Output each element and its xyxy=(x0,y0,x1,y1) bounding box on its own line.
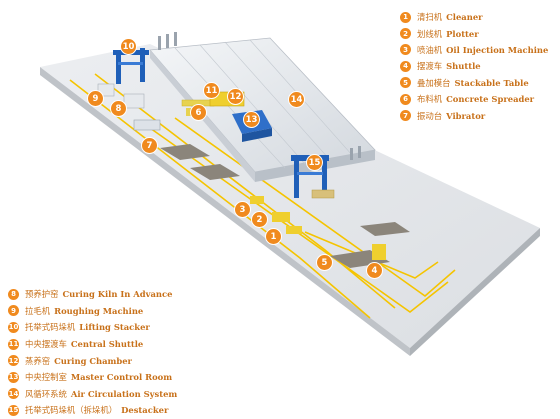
legend-label-en: Curing Kiln In Advance xyxy=(62,289,173,300)
legend-label-zh: 叠加模台 xyxy=(417,77,451,88)
callout-9: 9 xyxy=(88,91,103,106)
legend-label-zh: 风循环系统 xyxy=(25,388,67,399)
legend-label-zh: 振动台 xyxy=(417,110,443,121)
floor-edge xyxy=(40,67,410,356)
legend-badge: 4 xyxy=(400,60,411,72)
legend-item-15: 15 托举式码垛机（拆垛机）Destacker xyxy=(8,402,177,419)
legend-label-zh: 中央控制室 xyxy=(25,372,67,383)
legend-label-en: Plotter xyxy=(446,28,479,39)
roughing-machine xyxy=(97,83,115,97)
legend-label-en: Roughing Machine xyxy=(54,305,144,316)
legend-badge: 8 xyxy=(8,288,19,300)
legend-label-en: Vibrator xyxy=(446,110,486,121)
legend-label-zh: 摆渡车 xyxy=(417,61,443,72)
callout-1: 1 xyxy=(266,229,281,244)
legend-label-zh: 划线机 xyxy=(417,28,443,39)
legend-badge: 5 xyxy=(400,77,411,89)
legend-label-zh: 蒸养窑 xyxy=(25,355,51,366)
legend-badge: 10 xyxy=(8,321,19,333)
legend-badge: 12 xyxy=(8,355,19,367)
callout-6: 6 xyxy=(191,105,206,120)
vibrator xyxy=(133,119,161,131)
legend-badge: 6 xyxy=(400,93,411,105)
legend-badge: 1 xyxy=(400,11,411,23)
callout-10: 10 xyxy=(121,39,136,54)
legend-label-en: Air Circulation System xyxy=(70,388,178,399)
callout-3: 3 xyxy=(235,202,250,217)
callout-8: 8 xyxy=(111,101,126,116)
callout-2: 2 xyxy=(252,212,267,227)
legend-label-en: Cleaner xyxy=(446,12,483,23)
legend-label-en: Shuttle xyxy=(446,61,481,72)
callout-15: 15 xyxy=(307,155,322,170)
callout-14: 14 xyxy=(289,92,304,107)
legend-label-en: Destacker xyxy=(121,405,169,416)
legend-label-zh: 托举式码垛机（拆垛机） xyxy=(25,405,118,416)
legend-label-en: Concrete Spreader xyxy=(446,94,535,105)
stackable-table xyxy=(311,189,335,199)
legend-label-en: Central Shuttle xyxy=(70,339,144,350)
legend-label-en: Stackable Table xyxy=(454,77,529,88)
plotter xyxy=(272,212,290,222)
callout-4: 4 xyxy=(367,263,382,278)
floor-edge-right xyxy=(410,228,540,356)
legend-badge: 7 xyxy=(400,110,411,122)
callout-5: 5 xyxy=(317,255,332,270)
legend-badge: 9 xyxy=(8,305,19,317)
legend-badge: 2 xyxy=(400,28,411,40)
callout-13: 13 xyxy=(244,112,259,127)
cleaner xyxy=(286,226,302,234)
legend-badge: 15 xyxy=(8,404,19,416)
legend-badge: 11 xyxy=(8,338,19,350)
factory-floor xyxy=(40,44,540,348)
legend-label-zh: 托举式码垛机 xyxy=(25,322,76,333)
callout-7: 7 xyxy=(142,138,157,153)
legend-label-en: Oil Injection Machine xyxy=(446,44,549,55)
legend-label-zh: 预养护窑 xyxy=(25,289,59,300)
legend-label-en: Curing Chamber xyxy=(54,355,132,366)
legend-label-zh: 拉毛机 xyxy=(25,305,51,316)
callout-11: 11 xyxy=(204,83,219,98)
legend-label-zh: 喷油机 xyxy=(417,44,443,55)
oil-injection-machine xyxy=(250,196,264,204)
curing-kiln-in-advance xyxy=(123,93,145,109)
legend-badge: 14 xyxy=(8,388,19,400)
legend-badge: 13 xyxy=(8,371,19,383)
legend-label-zh: 中央摆渡车 xyxy=(25,339,67,350)
legend-label-en: Master Control Room xyxy=(70,372,173,383)
legend-label-zh: 布料机 xyxy=(417,94,443,105)
callout-12: 12 xyxy=(228,89,243,104)
shuttle xyxy=(372,244,386,260)
legend-label-zh: 清扫机 xyxy=(417,12,443,23)
legend-label-en: Lifting Stacker xyxy=(79,322,150,333)
air-circulation-pipes xyxy=(158,32,361,160)
legend-badge: 3 xyxy=(400,44,411,56)
